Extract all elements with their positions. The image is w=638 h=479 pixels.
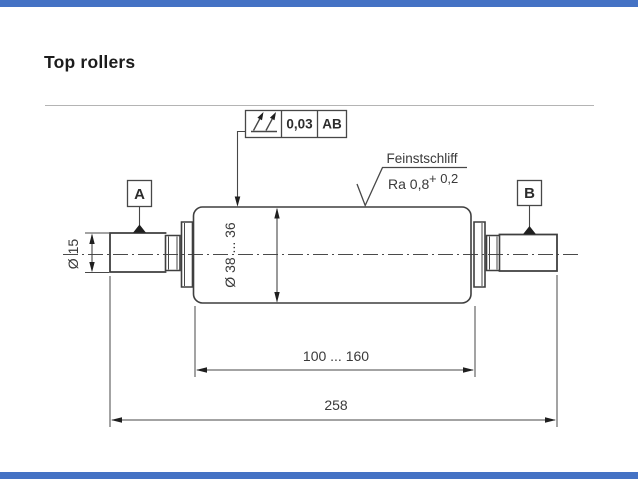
surface-finish-icon [356,166,467,208]
surface-finish-label: Feinstschliff [386,151,457,166]
dimension-total-length: 258 [109,275,558,427]
datum-a-label: A [134,186,145,203]
surface-roughness-value: Ra 0,8 [388,176,429,192]
page-title: Top rollers [44,52,136,72]
datum-b-label: B [524,185,535,202]
dimension-left-diameter: Ø 15 [65,232,109,273]
roller-outline [109,206,558,304]
tolerance-value: 0,03 [286,117,313,132]
total-runout-icon [251,112,277,133]
dimension-body-length: 100 ... 160 [194,306,476,377]
tolerance-frame: 0,03 AB [234,109,348,207]
surface-finish-callout: Feinstschliff Ra 0,8 + 0,2 [356,151,467,208]
slide-top-border [0,0,638,7]
slide-bottom-border [0,472,638,479]
surface-roughness-tolerance: + 0,2 [429,171,458,186]
title-divider [45,105,594,106]
datum-a: A [126,179,153,233]
dimension-body-diameter: Ø 38 ... 36 [222,207,280,303]
left-diameter-label: Ø 15 [65,239,81,270]
body-length-label: 100 ... 160 [303,348,369,364]
datum-b: B [516,179,543,235]
body-diameter-label: Ø 38 ... 36 [222,222,238,288]
total-length-label: 258 [324,397,348,413]
tolerance-datum-ref: AB [322,117,342,132]
